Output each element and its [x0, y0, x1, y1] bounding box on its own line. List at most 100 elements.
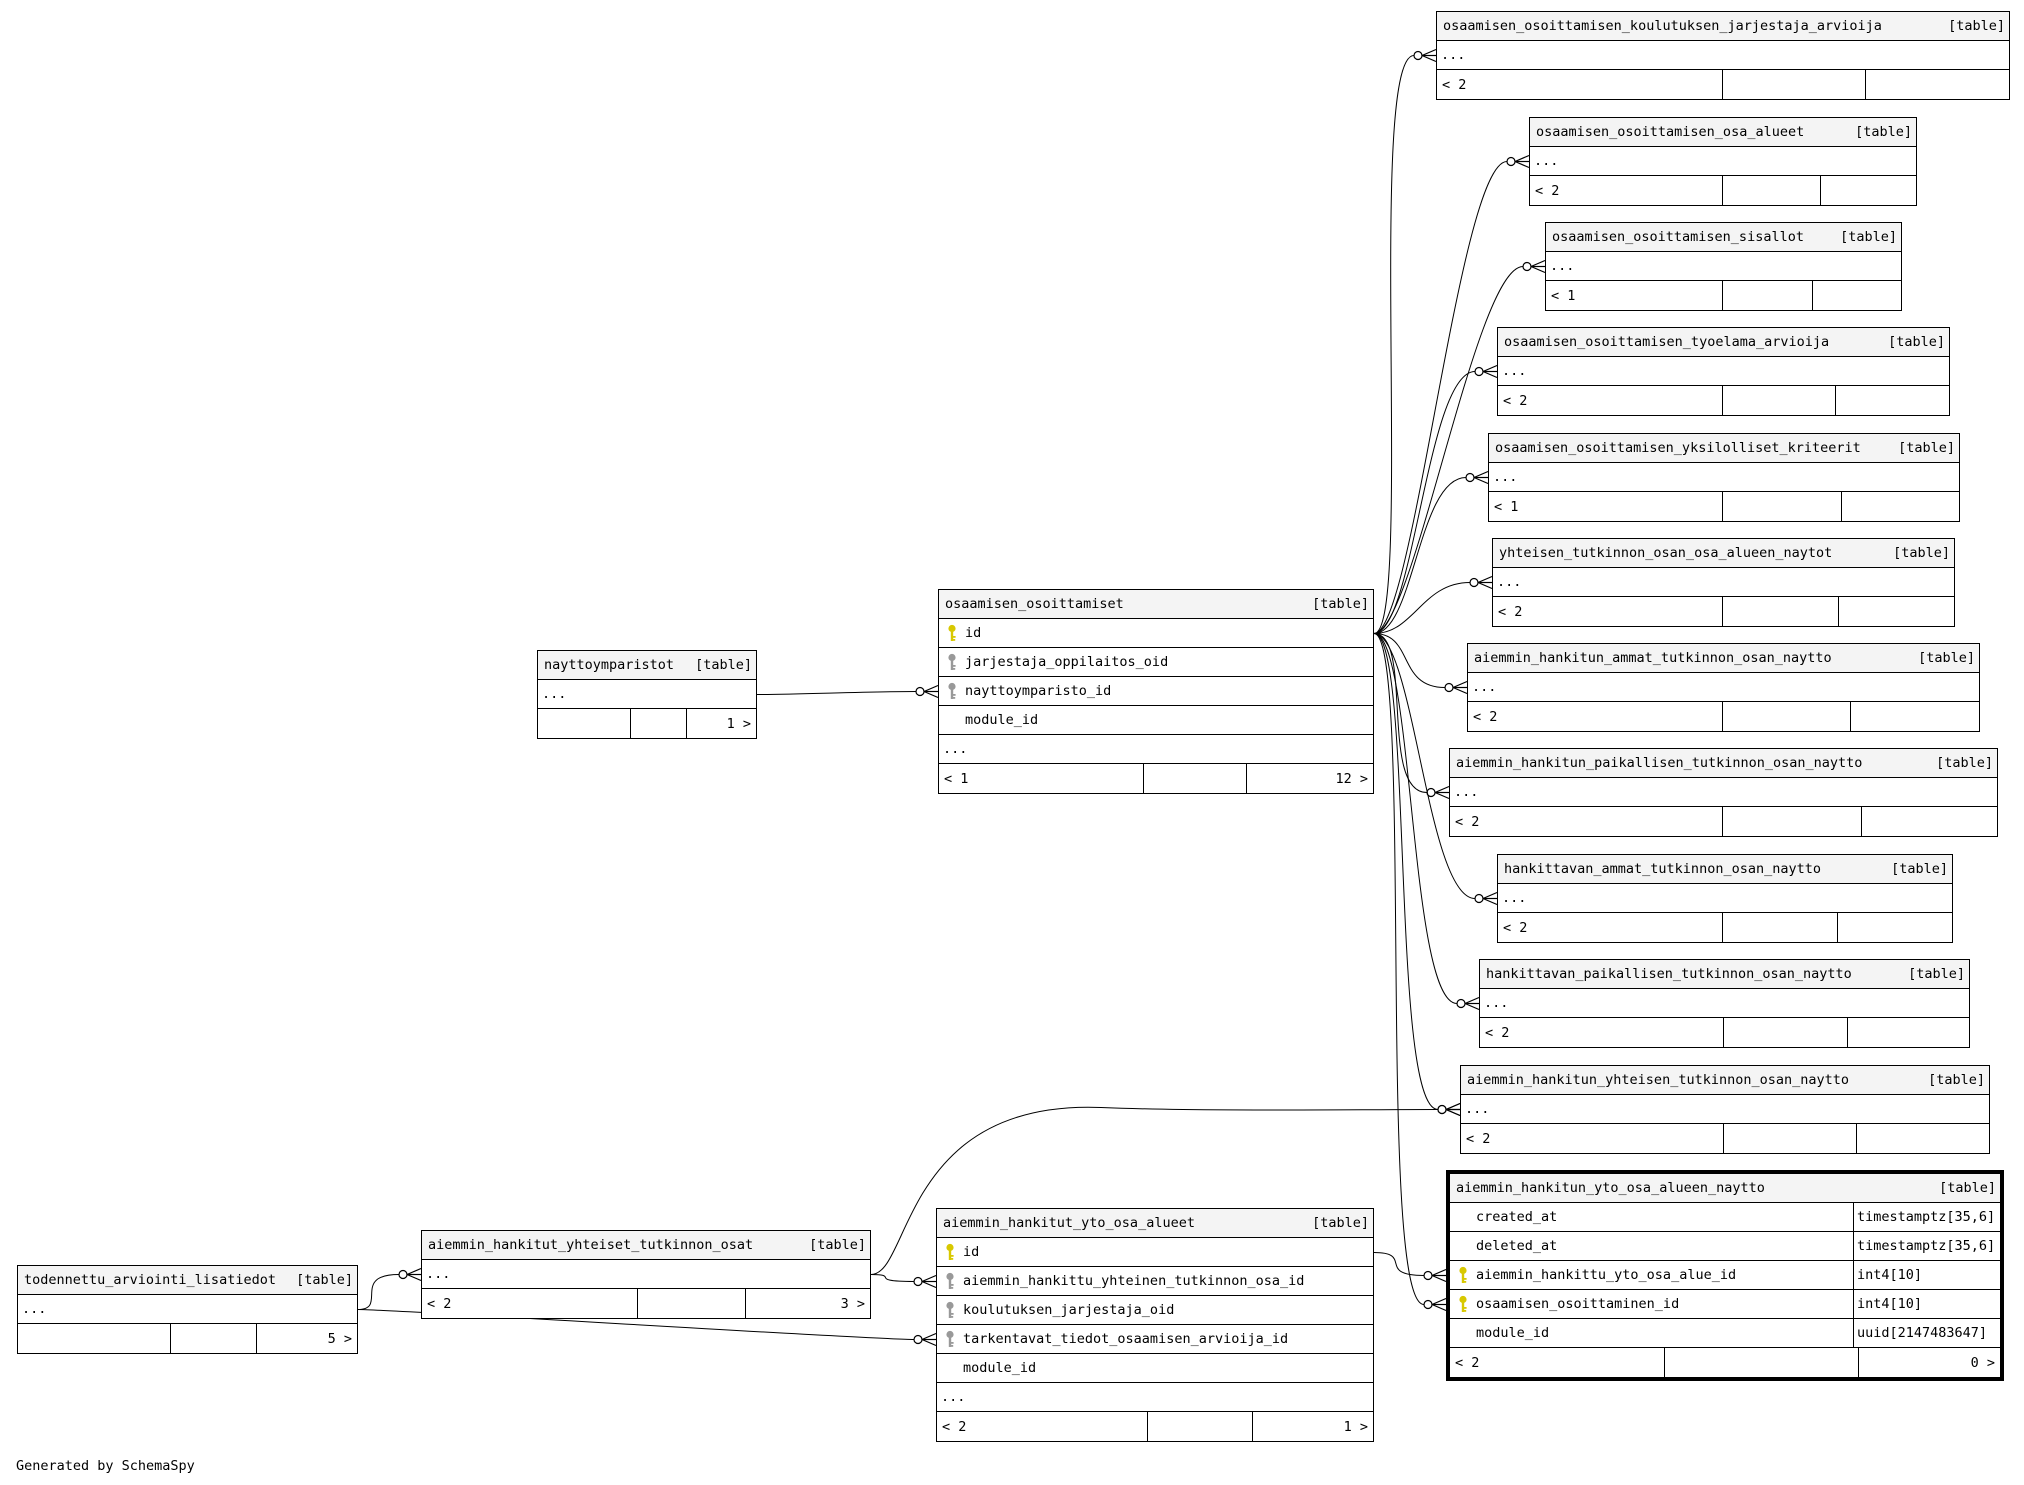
- parents-count[interactable]: < 1: [1551, 287, 1576, 304]
- table-hankittavan_paikallisen_tutkinnon_osan_naytto[interactable]: hankittavan_paikallisen_tutkinnon_osan_n…: [1479, 959, 1970, 1048]
- children-count[interactable]: 3 >: [745, 1289, 870, 1318]
- crowfoot-prong: [923, 684, 939, 693]
- table-header[interactable]: aiemmin_hankitut_yhteiset_tutkinnon_osat…: [422, 1231, 870, 1260]
- parents-count[interactable]: < 2: [1442, 76, 1467, 93]
- table-header[interactable]: osaamisen_osoittamiset[table]: [939, 590, 1373, 619]
- children-count[interactable]: [1837, 913, 1952, 942]
- parents-count[interactable]: < 1: [1494, 498, 1519, 515]
- children-count[interactable]: 12 >: [1246, 764, 1373, 793]
- parents-count[interactable]: < 2: [1498, 603, 1523, 620]
- more-columns-row[interactable]: ...: [1530, 147, 1916, 176]
- parents-count[interactable]: < 1: [944, 770, 969, 787]
- children-count[interactable]: 5 >: [256, 1324, 357, 1353]
- table-osaamisen_osoittamisen_osa_alueet[interactable]: osaamisen_osoittamisen_osa_alueet[table]…: [1529, 117, 1917, 206]
- more-columns-row[interactable]: ...: [1546, 252, 1901, 281]
- children-count[interactable]: 0 >: [1858, 1348, 2000, 1377]
- more-columns-row[interactable]: ...: [18, 1295, 357, 1324]
- parents-count[interactable]: [538, 709, 630, 738]
- column-row[interactable]: tarkentavat_tiedot_osaamisen_arvioija_id: [937, 1325, 1373, 1354]
- parents-count[interactable]: < 2: [1503, 392, 1528, 409]
- more-columns-row[interactable]: ...: [1437, 41, 2009, 70]
- more-columns-row[interactable]: ...: [1493, 568, 1954, 597]
- table-header[interactable]: osaamisen_osoittamisen_koulutuksen_jarje…: [1437, 12, 2009, 41]
- table-osaamisen_osoittamisen_koulutuksen_jarjestaja_arvioija[interactable]: osaamisen_osoittamisen_koulutuksen_jarje…: [1436, 11, 2010, 100]
- table-aiemmin_hankitun_yhteisen_tutkinnon_osan_naytto[interactable]: aiemmin_hankitun_yhteisen_tutkinnon_osan…: [1460, 1065, 1990, 1154]
- column-row[interactable]: id: [939, 619, 1373, 648]
- table-osaamisen_osoittamisen_yksilolliset_kriteerit[interactable]: osaamisen_osoittamisen_yksilolliset_krit…: [1488, 433, 1960, 522]
- more-columns-row[interactable]: ...: [1468, 673, 1979, 702]
- table-osaamisen_osoittamisen_sisallot[interactable]: osaamisen_osoittamisen_sisallot[table]..…: [1545, 222, 1902, 311]
- table-header[interactable]: todennettu_arviointi_lisatiedot[table]: [18, 1266, 357, 1295]
- children-count[interactable]: [1847, 1018, 1969, 1047]
- children-count[interactable]: 1 >: [1252, 1412, 1373, 1441]
- parents-count[interactable]: < 2: [1473, 708, 1498, 725]
- column-row[interactable]: module_id: [937, 1354, 1373, 1383]
- table-header[interactable]: osaamisen_osoittamisen_yksilolliset_krit…: [1489, 434, 1959, 463]
- parents-count[interactable]: < 2: [1455, 1354, 1480, 1371]
- children-count[interactable]: [1865, 70, 2009, 99]
- more-columns-row[interactable]: ...: [1450, 778, 1997, 807]
- table-nayttoymparistot[interactable]: nayttoymparistot[table]...1 >: [537, 650, 757, 739]
- table-yhteisen_tutkinnon_osan_osa_alueen_naytot[interactable]: yhteisen_tutkinnon_osan_osa_alueen_nayto…: [1492, 538, 1955, 627]
- table-header[interactable]: aiemmin_hankitut_yto_osa_alueet[table]: [937, 1209, 1373, 1238]
- table-aiemmin_hankitun_yto_osa_alueen_naytto[interactable]: aiemmin_hankitun_yto_osa_alueen_naytto[t…: [1446, 1170, 2004, 1381]
- parents-count[interactable]: < 2: [1503, 919, 1528, 936]
- more-columns-row[interactable]: ...: [1480, 989, 1969, 1018]
- table-header[interactable]: hankittavan_ammat_tutkinnon_osan_naytto[…: [1498, 855, 1952, 884]
- parents-count[interactable]: < 2: [1455, 813, 1480, 830]
- children-count[interactable]: [1820, 176, 1916, 205]
- column-row[interactable]: nayttoymparisto_id: [939, 677, 1373, 706]
- table-header[interactable]: osaamisen_osoittamisen_osa_alueet[table]: [1530, 118, 1916, 147]
- table-aiemmin_hankitut_yto_osa_alueet[interactable]: aiemmin_hankitut_yto_osa_alueet[table]id…: [936, 1208, 1374, 1442]
- more-columns-row[interactable]: ...: [1498, 884, 1952, 913]
- table-osaamisen_osoittamisen_tyoelama_arvioija[interactable]: osaamisen_osoittamisen_tyoelama_arvioija…: [1497, 327, 1950, 416]
- children-count[interactable]: [1838, 597, 1954, 626]
- children-count[interactable]: [1850, 702, 1979, 731]
- more-columns-row[interactable]: ...: [1498, 357, 1949, 386]
- table-header[interactable]: aiemmin_hankitun_yhteisen_tutkinnon_osan…: [1461, 1066, 1989, 1095]
- children-count[interactable]: [1861, 807, 1997, 836]
- table-header[interactable]: yhteisen_tutkinnon_osan_osa_alueen_nayto…: [1493, 539, 1954, 568]
- column-row[interactable]: aiemmin_hankittu_yhteinen_tutkinnon_osa_…: [937, 1267, 1373, 1296]
- parents-count[interactable]: < 2: [1535, 182, 1560, 199]
- parents-count[interactable]: < 2: [1485, 1024, 1510, 1041]
- parents-count[interactable]: [18, 1324, 170, 1353]
- table-aiemmin_hankitun_ammat_tutkinnon_osan_naytto[interactable]: aiemmin_hankitun_ammat_tutkinnon_osan_na…: [1467, 643, 1980, 732]
- more-columns-row[interactable]: ...: [1489, 463, 1959, 492]
- table-type-tag: [table]: [1939, 1180, 1996, 1196]
- table-header[interactable]: hankittavan_paikallisen_tutkinnon_osan_n…: [1480, 960, 1969, 989]
- more-columns-row[interactable]: ...: [1461, 1095, 1989, 1124]
- column-row[interactable]: koulutuksen_jarjestaja_oid: [937, 1296, 1373, 1325]
- table-todennettu_arviointi_lisatiedot[interactable]: todennettu_arviointi_lisatiedot[table]..…: [17, 1265, 358, 1354]
- table-aiemmin_hankitut_yhteiset_tutkinnon_osat[interactable]: aiemmin_hankitut_yhteiset_tutkinnon_osat…: [421, 1230, 871, 1319]
- column-row[interactable]: jarjestaja_oppilaitos_oid: [939, 648, 1373, 677]
- more-columns-row[interactable]: ...: [939, 735, 1373, 764]
- table-header[interactable]: aiemmin_hankitun_yto_osa_alueen_naytto[t…: [1450, 1174, 2000, 1203]
- children-count[interactable]: [1841, 492, 1959, 521]
- table-header[interactable]: osaamisen_osoittamisen_tyoelama_arvioija…: [1498, 328, 1949, 357]
- more-columns-row[interactable]: ...: [422, 1260, 870, 1289]
- parents-count[interactable]: < 2: [427, 1295, 452, 1312]
- children-count[interactable]: 1 >: [686, 709, 756, 738]
- table-aiemmin_hankitun_paikallisen_tutkinnon_osan_naytto[interactable]: aiemmin_hankitun_paikallisen_tutkinnon_o…: [1449, 748, 1998, 837]
- more-columns-row[interactable]: ...: [538, 680, 756, 709]
- more-columns-row[interactable]: ...: [937, 1383, 1373, 1412]
- children-count[interactable]: [1812, 281, 1901, 310]
- column-row[interactable]: module_id: [939, 706, 1373, 735]
- table-hankittavan_ammat_tutkinnon_osan_naytto[interactable]: hankittavan_ammat_tutkinnon_osan_naytto[…: [1497, 854, 1953, 943]
- table-header[interactable]: osaamisen_osoittamisen_sisallot[table]: [1546, 223, 1901, 252]
- table-header[interactable]: aiemmin_hankitun_paikallisen_tutkinnon_o…: [1450, 749, 1997, 778]
- parents-count[interactable]: < 2: [1466, 1130, 1491, 1147]
- column-row[interactable]: id: [937, 1238, 1373, 1267]
- table-header[interactable]: aiemmin_hankitun_ammat_tutkinnon_osan_na…: [1468, 644, 1979, 673]
- children-count[interactable]: [1835, 386, 1949, 415]
- parents-count[interactable]: < 2: [942, 1418, 967, 1435]
- table-header[interactable]: nayttoymparistot[table]: [538, 651, 756, 680]
- children-count[interactable]: [1856, 1124, 1989, 1153]
